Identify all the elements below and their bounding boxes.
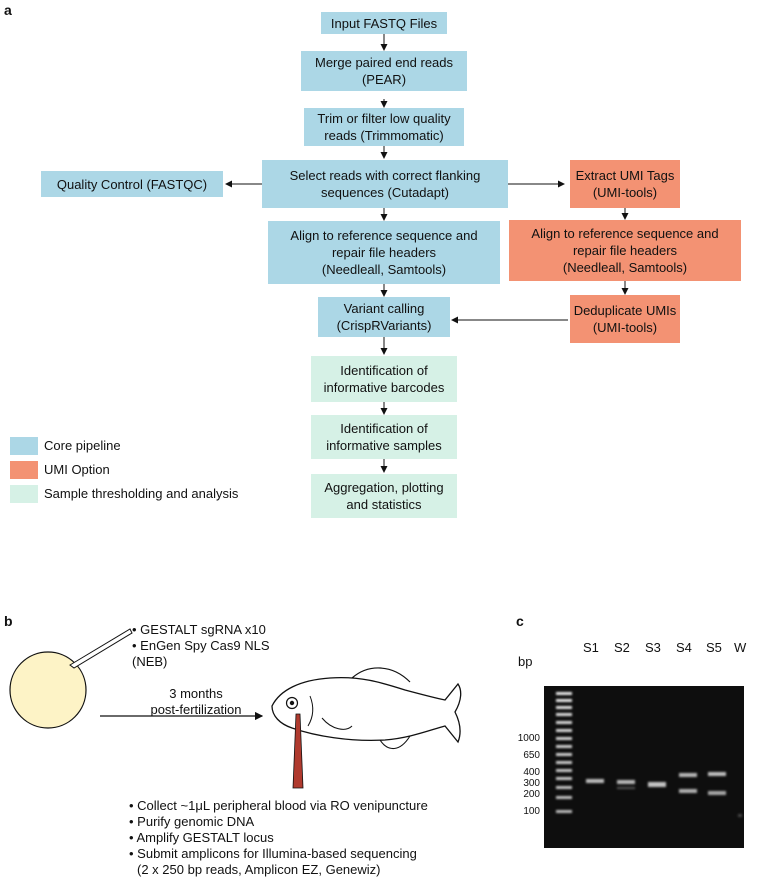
panel-b-letter: b <box>4 613 13 629</box>
ladder-label-100: 100 <box>523 806 540 817</box>
ladder-label-200: 200 <box>523 789 540 800</box>
gel-bands <box>556 692 742 817</box>
panel-c-letter: c <box>516 613 524 629</box>
step-amplify: • Amplify GESTALT locus <box>129 830 274 845</box>
umi-align-reference-box: Align to reference sequence and repair f… <box>509 220 741 281</box>
lane-label-s3: S3 <box>645 640 661 655</box>
trim-reads-box: Trim or filter low quality reads (Trimmo… <box>304 108 464 146</box>
injection-needle <box>69 628 133 669</box>
blood-needle <box>292 713 304 789</box>
injection-item-neb: (NEB) <box>132 654 168 669</box>
dorsal-fin <box>351 667 411 683</box>
variant-calling-box: Variant calling (CrispRVariants) <box>318 297 450 337</box>
merge-reads-box: Merge paired end reads (PEAR) <box>301 51 467 91</box>
lane-label-s1: S1 <box>583 640 599 655</box>
legend-umi-label: UMI Option <box>44 462 110 477</box>
lane-label-s2: S2 <box>614 640 630 655</box>
align-reference-box: Align to reference sequence and repair f… <box>268 221 500 284</box>
legend-core-label: Core pipeline <box>44 438 121 453</box>
anal-fin <box>379 735 411 750</box>
fish-body <box>271 676 462 744</box>
extract-umi-box: Extract UMI Tags (UMI-tools) <box>570 160 680 208</box>
bp-label: bp <box>518 654 533 669</box>
gel-image <box>544 686 744 848</box>
deduplicate-umis-box: Deduplicate UMIs (UMI-tools) <box>570 295 680 343</box>
ladder-label-400: 400 <box>523 767 540 778</box>
arrow-label-postfert: post-fertilization <box>150 702 242 717</box>
injection-item-sgrna: • GESTALT sgRNA x10 <box>132 622 266 637</box>
step-purify-dna: • Purify genomic DNA <box>129 814 255 829</box>
aggregation-box: Aggregation, plotting and statistics <box>311 474 457 518</box>
step-collect-blood: • Collect ~1μL peripheral blood via RO v… <box>129 798 428 813</box>
injection-item-cas9: • EnGen Spy Cas9 NLS <box>132 638 270 653</box>
sample-bands <box>586 772 742 817</box>
ladder-lane <box>556 692 572 813</box>
lane-label-s5: S5 <box>706 640 722 655</box>
select-reads-box: Select reads with correct flanking seque… <box>262 160 508 208</box>
informative-samples-box: Identification of informative samples <box>311 415 457 459</box>
ladder-label-650: 650 <box>523 750 540 761</box>
panel-a-letter: a <box>4 2 12 18</box>
legend-core-swatch <box>10 437 38 455</box>
step-submit: • Submit amplicons for Illumina-based se… <box>129 846 417 861</box>
arrow-label-months: 3 months <box>169 686 223 701</box>
quality-control-box: Quality Control (FASTQC) <box>41 171 223 197</box>
ladder-label-300: 300 <box>523 778 540 789</box>
pectoral-fin <box>321 717 353 730</box>
lane-label-s4: S4 <box>676 640 692 655</box>
gill-line <box>307 695 314 727</box>
legend-sample-swatch <box>10 485 38 503</box>
legend-sample-label: Sample thresholding and analysis <box>44 486 239 501</box>
step-submit-details: (2 x 250 bp reads, Amplicon EZ, Genewiz) <box>137 862 381 877</box>
legend-umi-swatch <box>10 461 38 479</box>
lane-label-w: W <box>734 640 747 655</box>
informative-barcodes-box: Identification of informative barcodes <box>311 356 457 402</box>
embryo-dish <box>9 651 87 729</box>
input-fastq-box: Input FASTQ Files <box>321 12 447 34</box>
ladder-label-1000: 1000 <box>517 733 540 744</box>
